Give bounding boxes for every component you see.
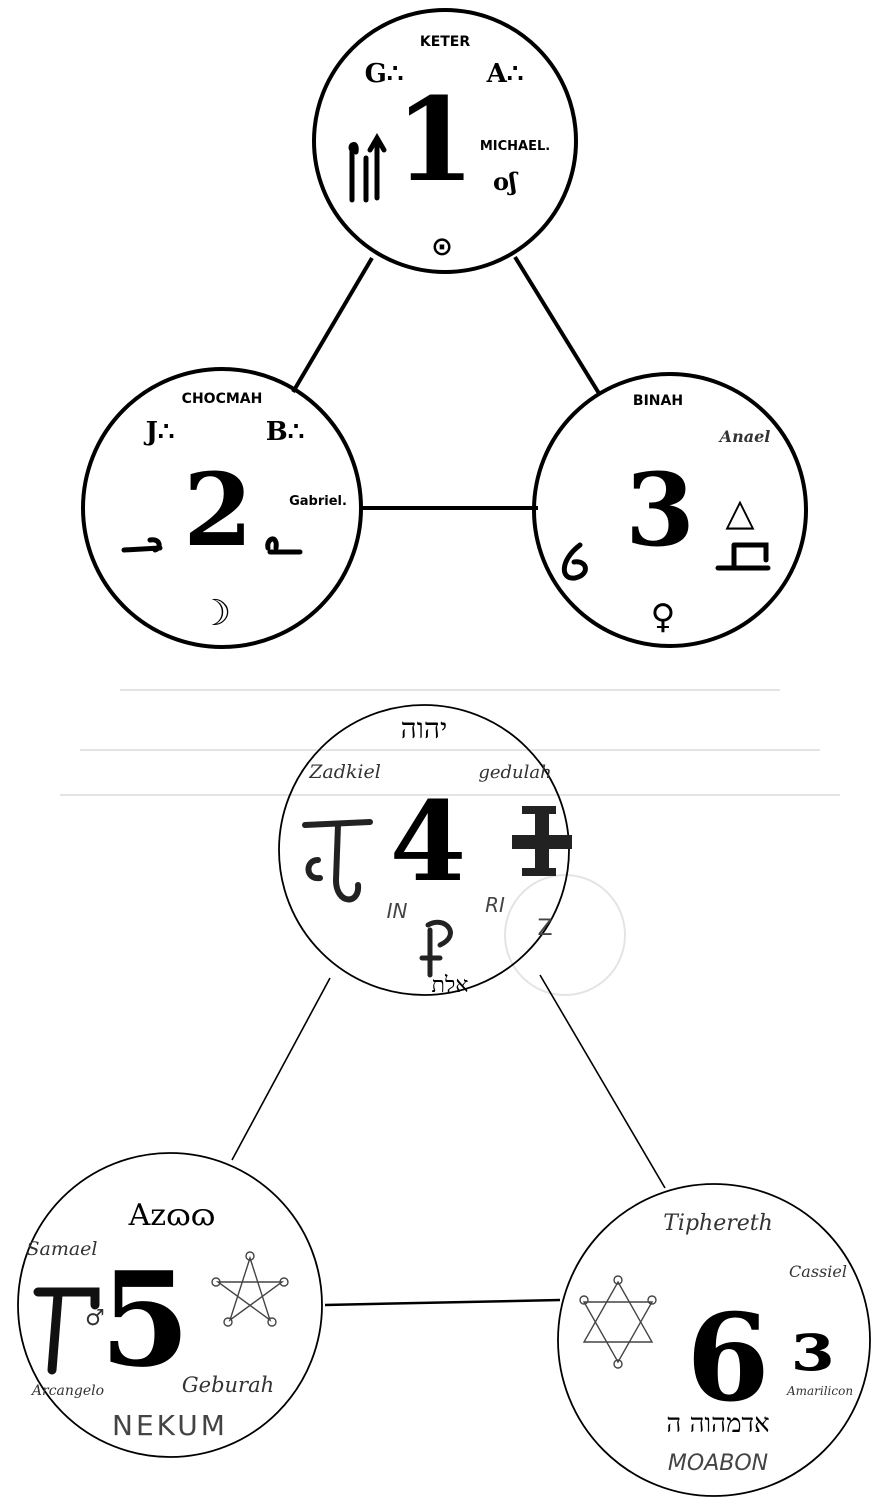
venus-symbol-icon: ♀ <box>651 597 676 637</box>
hebrew-name-line: אדמהוה ה <box>666 1409 769 1439</box>
sephira-name-chocmah: CHOCMAH <box>182 391 263 407</box>
connector-1-3 <box>515 257 600 395</box>
mars-symbol-icon: ♂ <box>85 1306 105 1331</box>
sephira-circle-3: BINAH Anael 3 △ ♀ <box>534 374 806 646</box>
cross-icon <box>512 806 572 876</box>
hebrew-glyph-icon <box>305 822 370 899</box>
hebrew-letter-glyph: ɜ <box>792 1304 831 1387</box>
angel-name-samael: Samael <box>26 1238 97 1260</box>
archangel-label: Arcangelo <box>30 1383 104 1399</box>
sephira-circle-6: Tiphereth Cassiel 6 ɜ Amarilicon אדמהוה … <box>558 1184 870 1496</box>
top-word-azun: Azɷɷ <box>128 1198 216 1233</box>
hexagram-icon <box>580 1276 656 1368</box>
sephira-number-4: 4 <box>390 777 467 906</box>
lower-triad: יהוה Zadkiel gedulah 4 IN RI אלת Z <box>18 690 870 1496</box>
bottom-hebrew-letters: אלת <box>432 973 469 998</box>
hebrew-glyph-icon <box>422 922 450 975</box>
inri-right: RI <box>485 893 505 917</box>
pentagram-icon <box>212 1252 288 1326</box>
angel-name-michael: MICHAEL. <box>480 139 550 154</box>
upper-triad: KETER G∴ A∴ 1 MICHAEL. oʃ ⊙ CHOCMAH J∴ B… <box>83 10 806 647</box>
left-mark: J∴ <box>144 417 175 447</box>
angel-name-cassiel: Cassiel <box>789 1262 847 1281</box>
sephira-circle-2: CHOCMAH J∴ B∴ 2 Gabriel. ☽ <box>83 369 361 647</box>
connector-1-2 <box>293 258 372 392</box>
bottom-word-moabon: MOABON <box>668 1451 768 1476</box>
sephira-circle-4: יהוה Zadkiel gedulah 4 IN RI אלת Z <box>279 705 572 998</box>
angel-name-zadkiel: Zadkiel <box>308 761 381 783</box>
connector-4-6 <box>540 975 665 1188</box>
sephira-name-geburah: Geburah <box>182 1373 274 1397</box>
angel-name-gabriel: Gabriel. <box>289 494 347 509</box>
inri-left: IN <box>387 899 408 923</box>
sephira-number-1: 1 <box>395 73 475 208</box>
sephira-circle-5: Azɷɷ Samael 5 ♂ Arcangelo Geburah NEKUM <box>18 1153 322 1457</box>
angel-sigil: oʃ <box>493 167 519 196</box>
connector-4-5 <box>232 978 330 1160</box>
bottom-word-nekum: NEKUM <box>112 1409 228 1442</box>
sephira-number-5: 5 <box>100 1243 190 1396</box>
sephira-number-3: 3 <box>625 451 695 569</box>
right-mark: B∴ <box>266 417 305 447</box>
moon-symbol-icon: ☽ <box>199 593 231 634</box>
fire-triangle-icon: △ <box>725 490 755 534</box>
connector-5-6 <box>325 1300 560 1305</box>
right-mark: A∴ <box>486 59 524 89</box>
sun-symbol-icon: ⊙ <box>431 232 453 262</box>
sephira-number-2: 2 <box>183 451 253 569</box>
archangel-label: Amarilicon <box>786 1384 853 1398</box>
hebrew-glyph-icon <box>38 1292 95 1370</box>
sephira-name-gedulah: gedulah <box>478 762 551 783</box>
divine-name-hebrew: יהוה <box>401 712 448 745</box>
sephira-circle-1: KETER G∴ A∴ 1 MICHAEL. oʃ ⊙ <box>314 10 576 272</box>
angel-name-anael: Anael <box>718 427 771 446</box>
sephira-name-tiphereth: Tiphereth <box>663 1211 773 1236</box>
corner-mark: Z <box>537 916 552 941</box>
hebrew-glyph-icon <box>351 138 384 200</box>
sephira-number-6: 6 <box>686 1288 770 1429</box>
sephira-name-binah: BINAH <box>633 393 683 409</box>
sephira-name-keter: KETER <box>420 34 471 50</box>
